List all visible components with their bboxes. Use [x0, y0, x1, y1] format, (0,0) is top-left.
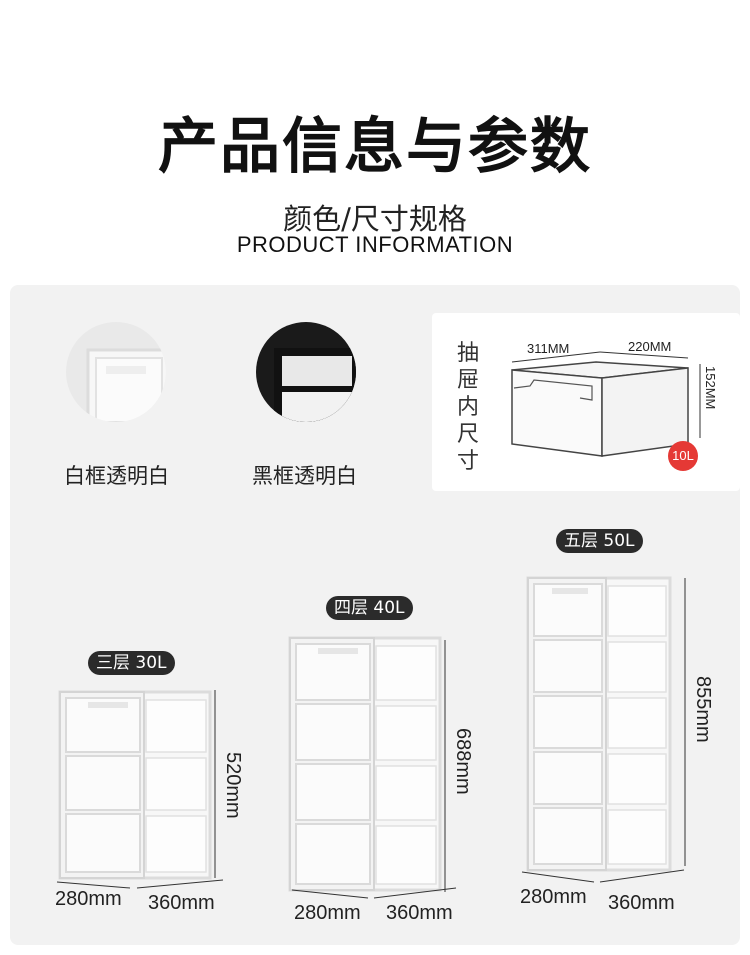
four-tier-height-dim: 688mm [452, 728, 474, 795]
five-tier-height-dim: 855mm [692, 676, 714, 743]
section-subtitle: 颜色/尺寸规格 [283, 202, 467, 236]
four-tier-height-line [444, 640, 446, 892]
three-tier-height-dim: 520mm [222, 752, 244, 819]
three-tier-cabinet-illustration [58, 690, 212, 880]
black-frame-swatch[interactable] [256, 322, 356, 422]
drawer-length-dim: 311MM [527, 341, 570, 356]
section-subtitle-english: PRODUCT INFORMATION [236, 232, 514, 257]
five-tier-width-dim: 360mm [608, 892, 675, 914]
three-tier-width-dim: 360mm [148, 892, 215, 914]
white-frame-drawer-icon [66, 322, 166, 422]
four-tier-depth-dim: 280mm [294, 902, 361, 924]
five-tier-base-lines [521, 869, 685, 883]
tier-5-badge: 五层 50L [556, 529, 643, 553]
three-tier-cabinet [58, 688, 218, 888]
tier-4-badge: 四层 40L [326, 596, 413, 620]
five-tier-height-line [684, 578, 686, 866]
tier-3-badge: 三层 30L [88, 651, 175, 675]
drawer-box-diagram [511, 351, 701, 457]
black-frame-drawer-icon [256, 322, 356, 422]
five-tier-cabinet [526, 574, 676, 874]
three-tier-depth-dim: 280mm [55, 888, 122, 910]
drawer-height-dim: 152MM [703, 366, 718, 410]
drawer-width-dim: 220MM [628, 339, 672, 354]
page-title: 产品信息与参数 [158, 112, 592, 182]
five-tier-cabinet-illustration [526, 576, 672, 872]
four-tier-cabinet [288, 634, 448, 896]
four-tier-width-dim: 360mm [386, 902, 453, 924]
three-tier-height-line [214, 690, 216, 878]
drawer-inner-size-label: 抽屉内尺寸 [456, 341, 479, 474]
white-frame-label: 白框透明白 [64, 464, 169, 488]
three-tier-base-lines [56, 879, 224, 889]
four-tier-cabinet-illustration [288, 636, 442, 892]
five-tier-depth-dim: 280mm [520, 886, 587, 908]
volume-badge: 10L [668, 441, 698, 471]
black-frame-label: 黑框透明白 [252, 464, 357, 488]
four-tier-base-lines [291, 887, 457, 899]
white-frame-swatch[interactable] [66, 322, 166, 422]
